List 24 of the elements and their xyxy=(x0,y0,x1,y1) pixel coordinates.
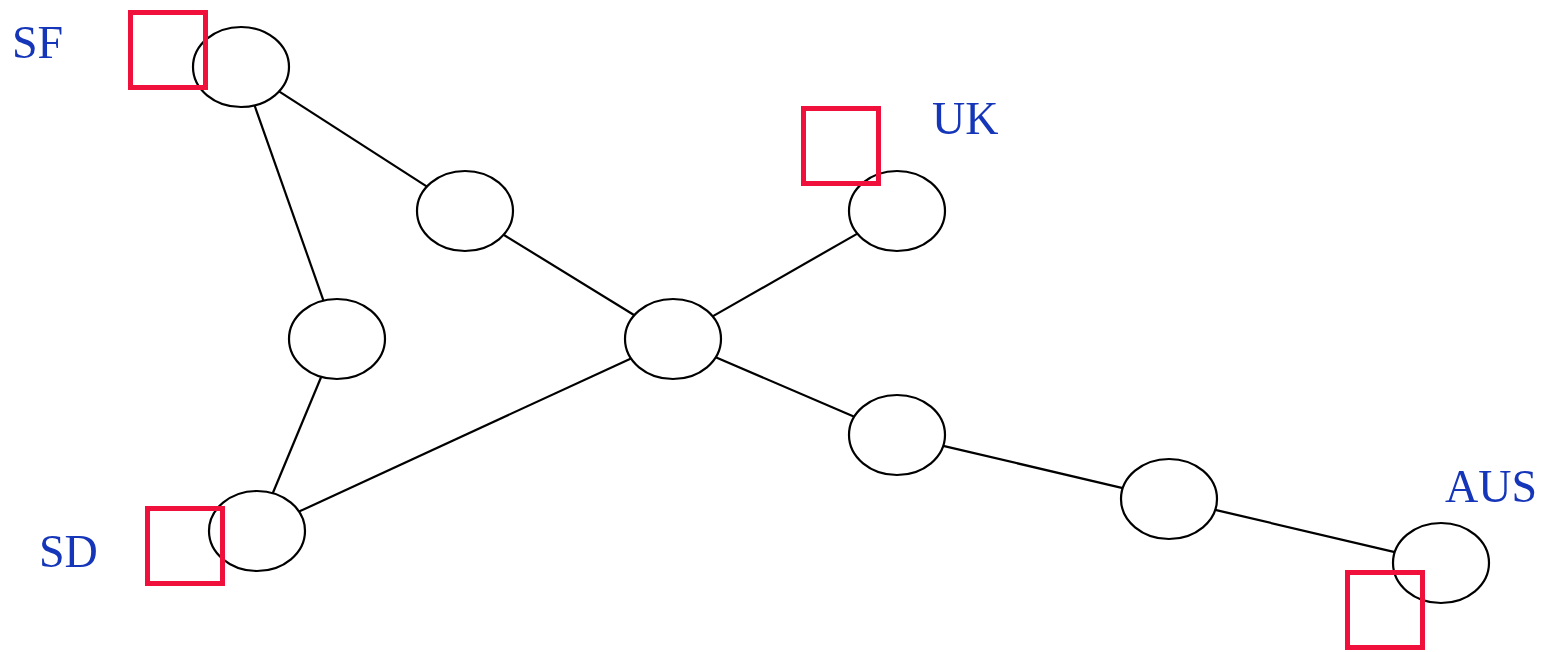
square-marker xyxy=(128,10,208,90)
ellipse-node xyxy=(207,489,307,573)
location-label: SD xyxy=(39,529,98,575)
ellipse-node xyxy=(847,393,947,477)
ellipse-node xyxy=(623,297,723,381)
ellipse-node xyxy=(1391,521,1491,605)
ellipse-node xyxy=(415,169,515,253)
square-marker xyxy=(801,106,881,186)
connector-line xyxy=(271,376,323,494)
square-marker xyxy=(1345,570,1425,650)
square-marker xyxy=(145,506,225,586)
ellipse-node xyxy=(191,25,291,109)
connector-line xyxy=(278,90,428,188)
location-label: AUS xyxy=(1445,464,1538,510)
connector-line xyxy=(298,357,632,513)
connector-line xyxy=(503,233,635,317)
ellipse-node xyxy=(287,297,387,381)
location-label: SF xyxy=(12,20,64,66)
ellipse-node xyxy=(847,169,947,253)
connector-line xyxy=(712,232,858,318)
ellipse-node xyxy=(1119,457,1219,541)
connector-line xyxy=(715,356,855,418)
connector-line xyxy=(253,105,325,301)
location-label: UK xyxy=(932,96,999,142)
